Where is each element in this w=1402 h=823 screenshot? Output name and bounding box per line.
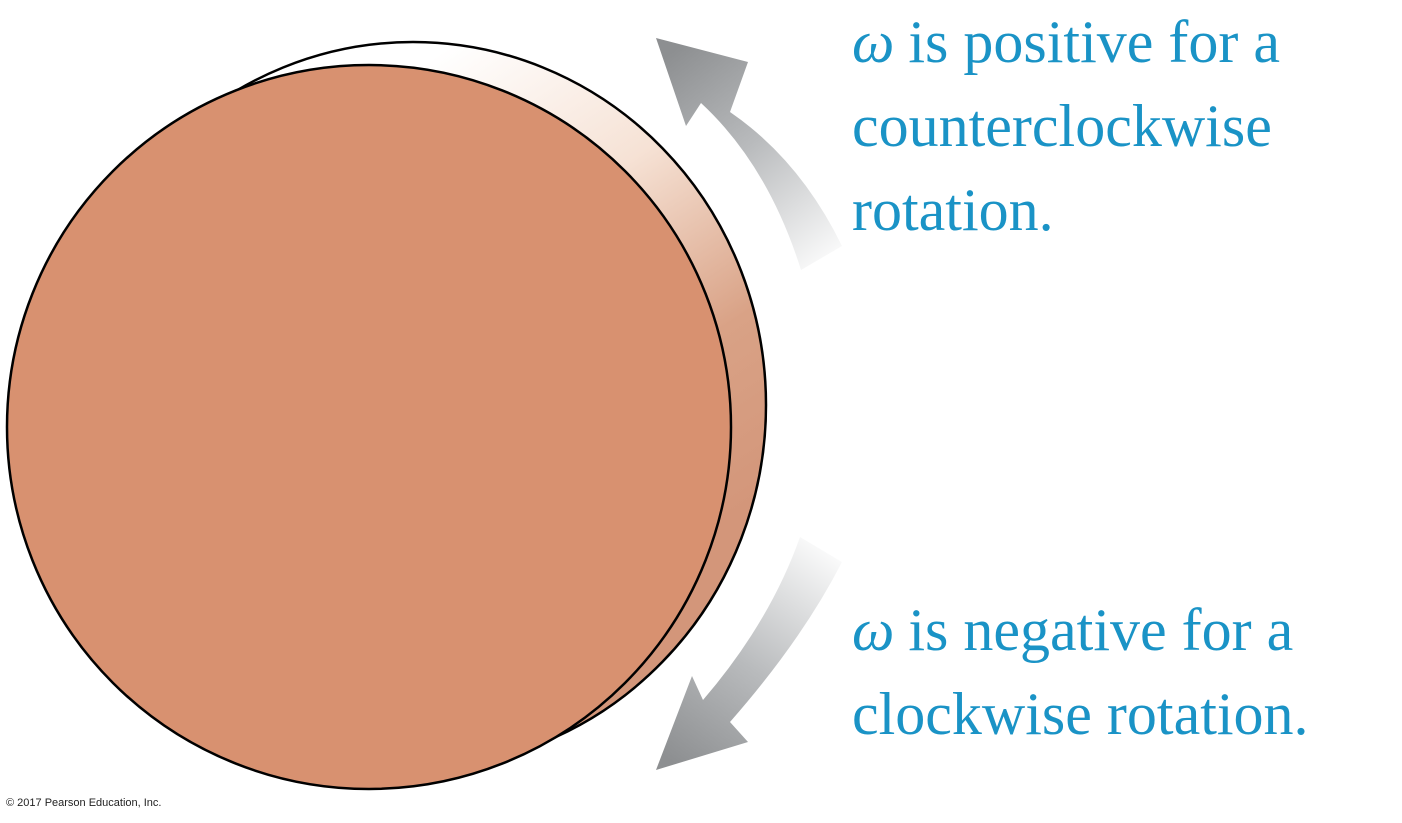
omega-symbol: ω xyxy=(852,9,895,75)
curved-arrow-clockwise-icon xyxy=(656,537,842,770)
positive-label-line-2: counterclockwise xyxy=(852,93,1272,159)
negative-label-line-1-text: is negative for a xyxy=(908,597,1294,663)
curved-arrow-counterclockwise-icon xyxy=(656,38,842,270)
positive-label-line-3: rotation. xyxy=(852,177,1054,243)
omega-symbol: ω xyxy=(852,597,895,663)
copyright-notice: © 2017 Pearson Education, Inc. xyxy=(6,797,162,809)
negative-label-line-2: clockwise rotation. xyxy=(852,681,1309,747)
disk-face xyxy=(5,63,733,791)
positive-label-line-1-text: is positive for a xyxy=(908,9,1280,75)
